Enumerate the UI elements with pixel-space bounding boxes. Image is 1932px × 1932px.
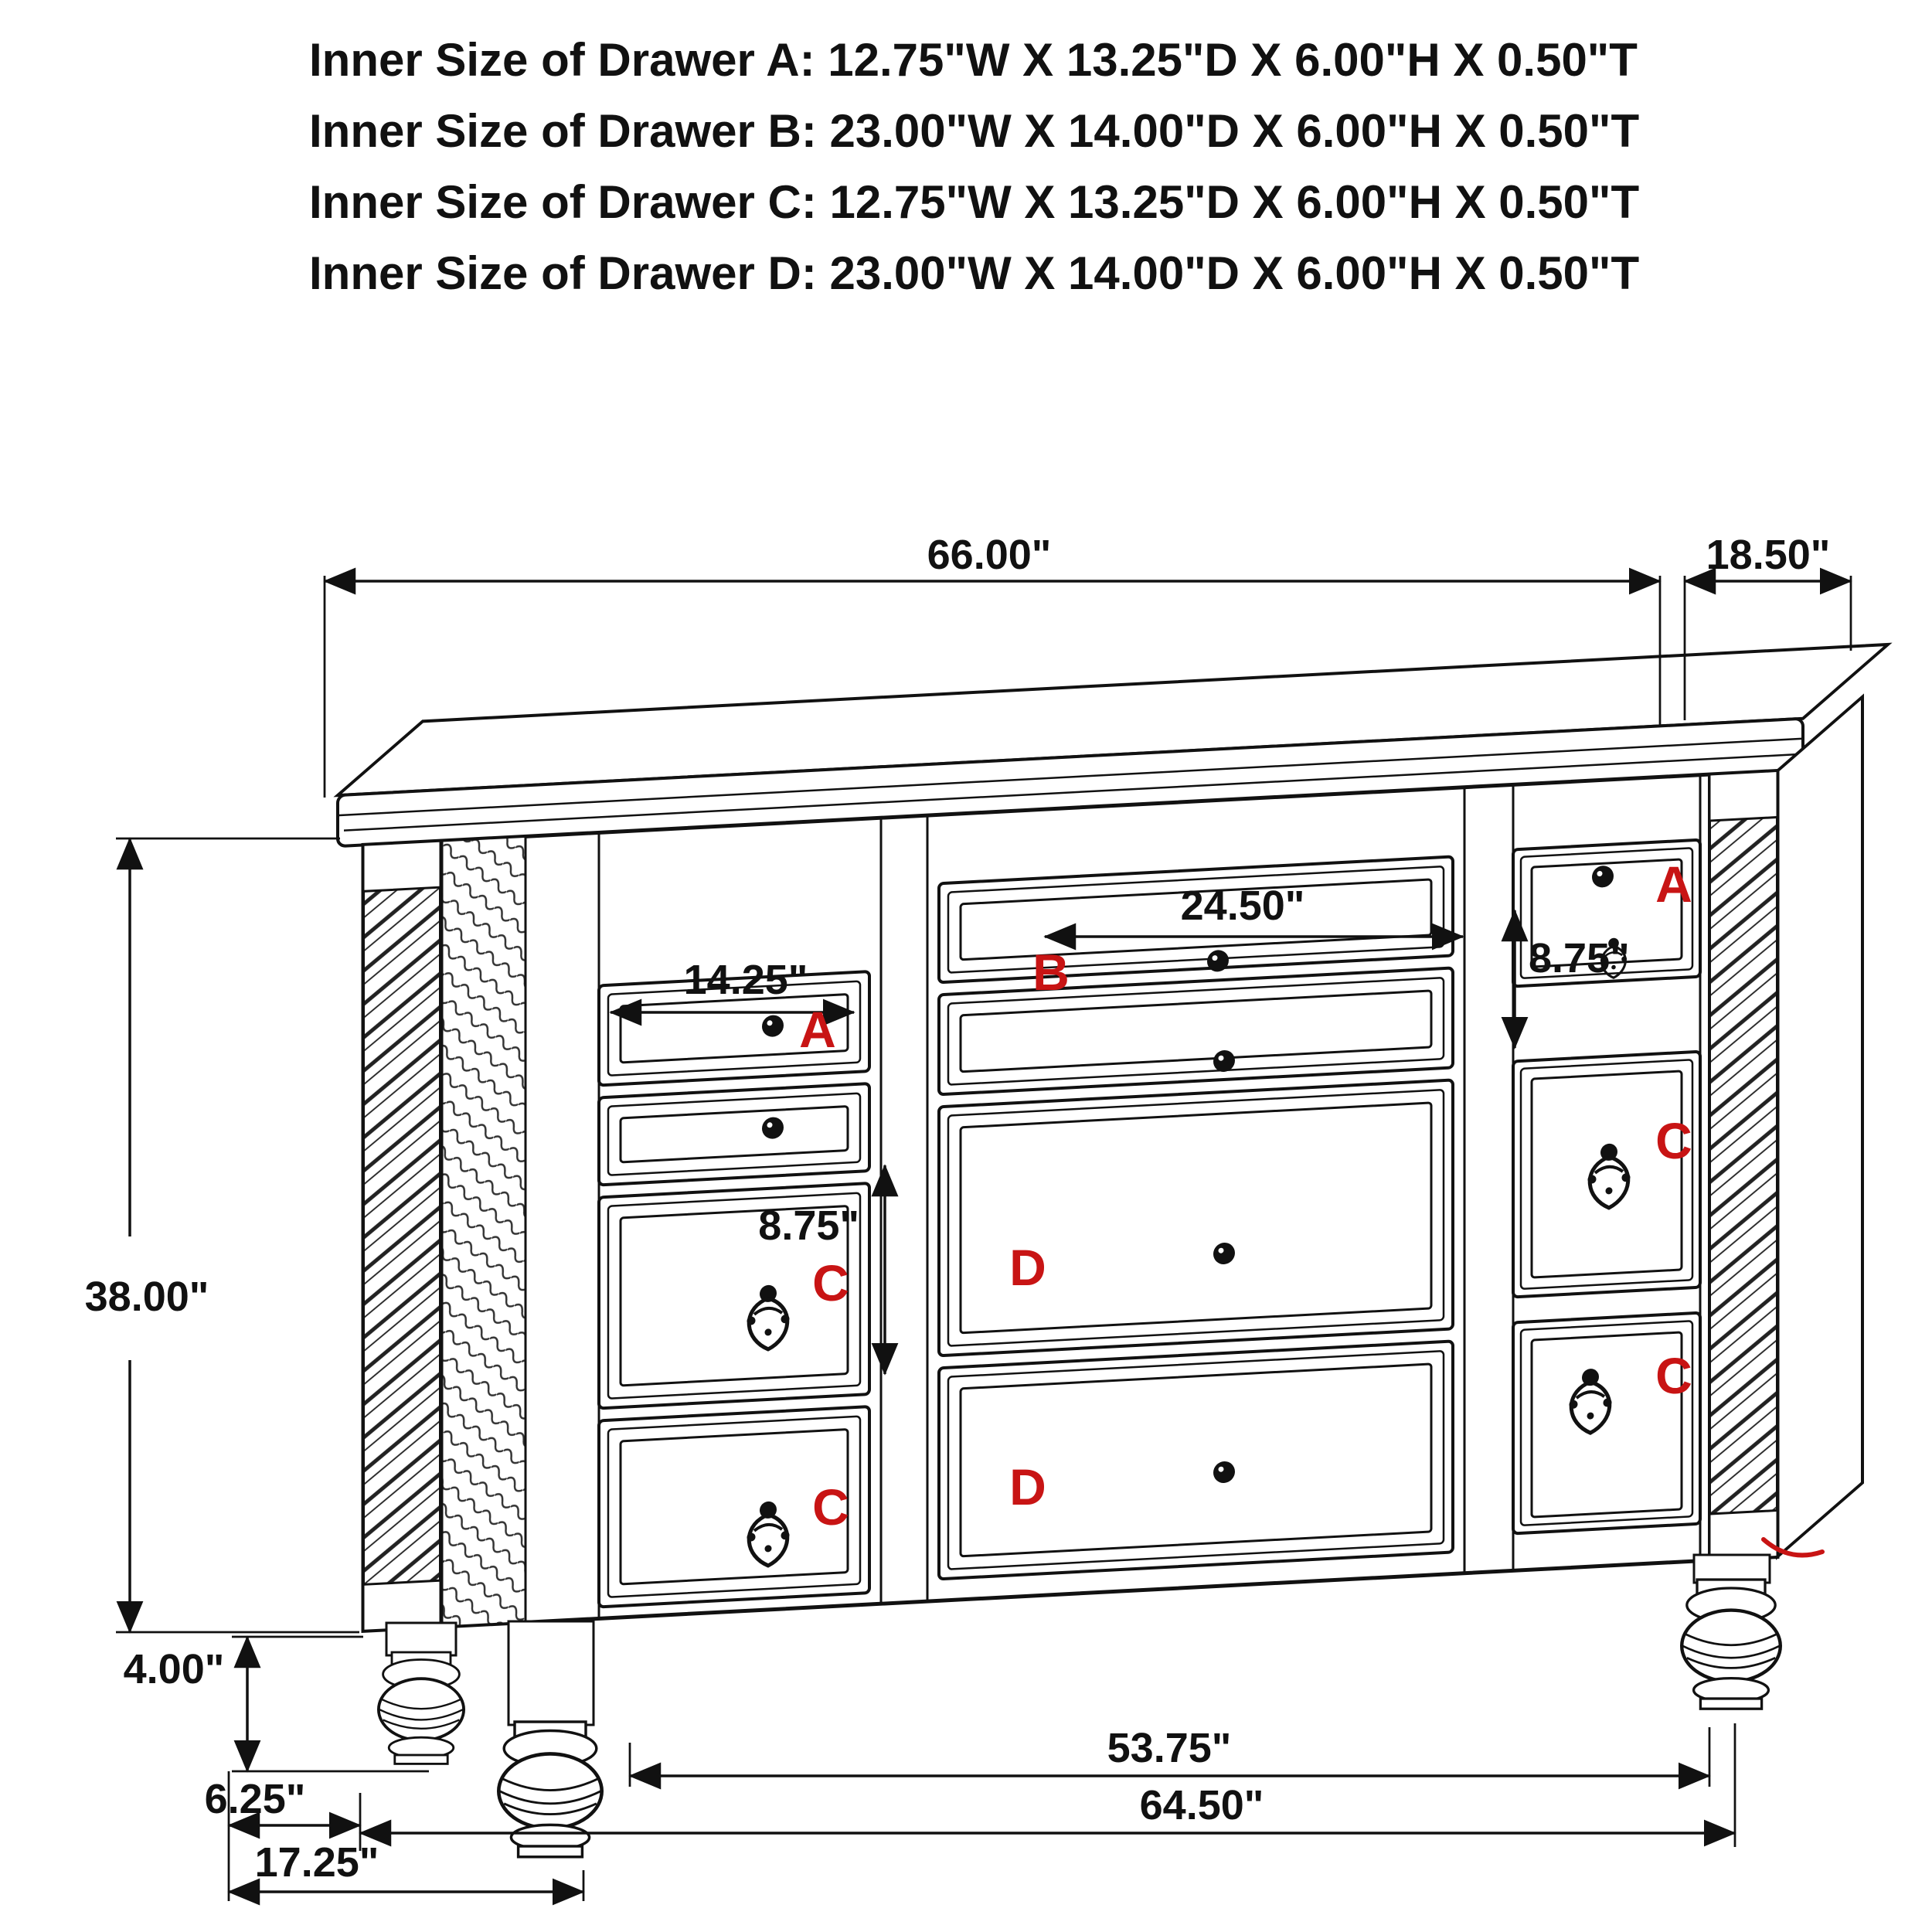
dim-overall-width: 66.00" (323, 532, 1662, 798)
dresser-body (333, 642, 1893, 1633)
foot-pedestal-front-left (507, 1620, 595, 1726)
foot-back-left (376, 1651, 465, 1766)
spec-line-drawer-d: Inner Size of Drawer D: 23.00"W X 14.00"… (309, 247, 1639, 299)
dim-feet-span: 53.75" (628, 1725, 1711, 1790)
spec-line-drawer-a: Inner Size of Drawer A: 12.75"W X 13.25"… (309, 34, 1638, 86)
feet (376, 1553, 1781, 1857)
dim-foot-inset-front-label: 17.25" (255, 1839, 379, 1886)
drawer-letters: A B A C C D D C C (799, 855, 1692, 1536)
side-panel-right (1776, 693, 1864, 1560)
foot-front-right (1682, 1580, 1781, 1709)
dim-depth: 18.50" (1683, 532, 1852, 720)
drawer-label-left-a: A (799, 1001, 836, 1058)
dim-base-width: 64.50" (359, 1723, 1736, 1851)
foot-pedestal-back-left (385, 1621, 457, 1657)
drawer-label-right-c2: C (1655, 1347, 1692, 1404)
spec-line-drawer-c: Inner Size of Drawer C: 12.75"W X 13.25"… (309, 176, 1639, 228)
drawer-left-c1 (597, 1182, 871, 1410)
drawer-right-c2 (1512, 1311, 1702, 1536)
dim-foot-inset-front: 17.25" (227, 1839, 585, 1906)
drawer-right-a (1512, 838, 1702, 988)
dim-base-width-label: 64.50" (1140, 1782, 1264, 1828)
drawer-center-d1 (937, 1078, 1454, 1358)
dim-overall-height: 38.00" (85, 837, 359, 1634)
foot-pedestal-right (1692, 1553, 1771, 1584)
drawer-left-small (597, 1082, 871, 1187)
drawer-label-left-c1: C (812, 1254, 849, 1311)
drawer-label-center-d1: D (1009, 1239, 1046, 1296)
dim-left-drawer-height-label: 8.75" (758, 1202, 859, 1249)
spec-line-drawer-b: Inner Size of Drawer B: 23.00"W X 14.00"… (309, 105, 1639, 157)
foot-front-left (498, 1722, 601, 1857)
dim-right-drawer-height: 8.75" (1501, 909, 1630, 1049)
drawer-label-right-a: A (1655, 855, 1692, 913)
dim-overall-width-label: 66.00" (927, 532, 1052, 578)
spec-header: Inner Size of Drawer A: 12.75"W X 13.25"… (309, 34, 1639, 299)
dim-center-drawer-width: 24.50" (1043, 883, 1464, 951)
drawer-label-left-c2: C (812, 1478, 849, 1536)
drawer-label-right-c1: C (1655, 1112, 1692, 1169)
dim-foot-height-label: 4.00" (124, 1646, 225, 1692)
drawer-label-center-d2: D (1009, 1458, 1046, 1515)
dim-left-drawer-width-label: 14.25" (684, 957, 808, 1003)
drawer-right-c1 (1512, 1050, 1702, 1299)
dim-foot-inset-side: 6.25" (205, 1771, 362, 1843)
pilaster-right (1708, 769, 1779, 1563)
drawer-label-center-b: B (1032, 944, 1070, 1001)
dim-depth-label: 18.50" (1706, 532, 1831, 578)
dim-center-drawer-width-label: 24.50" (1181, 883, 1305, 929)
dim-feet-span-label: 53.75" (1107, 1725, 1232, 1771)
drawer-center-small (937, 966, 1454, 1097)
dim-left-drawer-height: 8.75" (758, 1164, 899, 1376)
dim-overall-height-label: 38.00" (85, 1274, 209, 1320)
red-detail-line (1761, 1537, 1825, 1558)
dim-right-drawer-height-label: 8.75" (1529, 935, 1630, 981)
drawer-center-d2 (937, 1339, 1454, 1581)
pilaster-left (362, 832, 600, 1633)
dim-foot-height: 4.00" (124, 1635, 429, 1773)
drawer-left-c2 (597, 1405, 871, 1609)
dim-foot-inset-side-label: 6.25" (205, 1776, 306, 1822)
dim-left-drawer-width: 14.25" (609, 957, 855, 1026)
dresser-top (333, 642, 1893, 848)
